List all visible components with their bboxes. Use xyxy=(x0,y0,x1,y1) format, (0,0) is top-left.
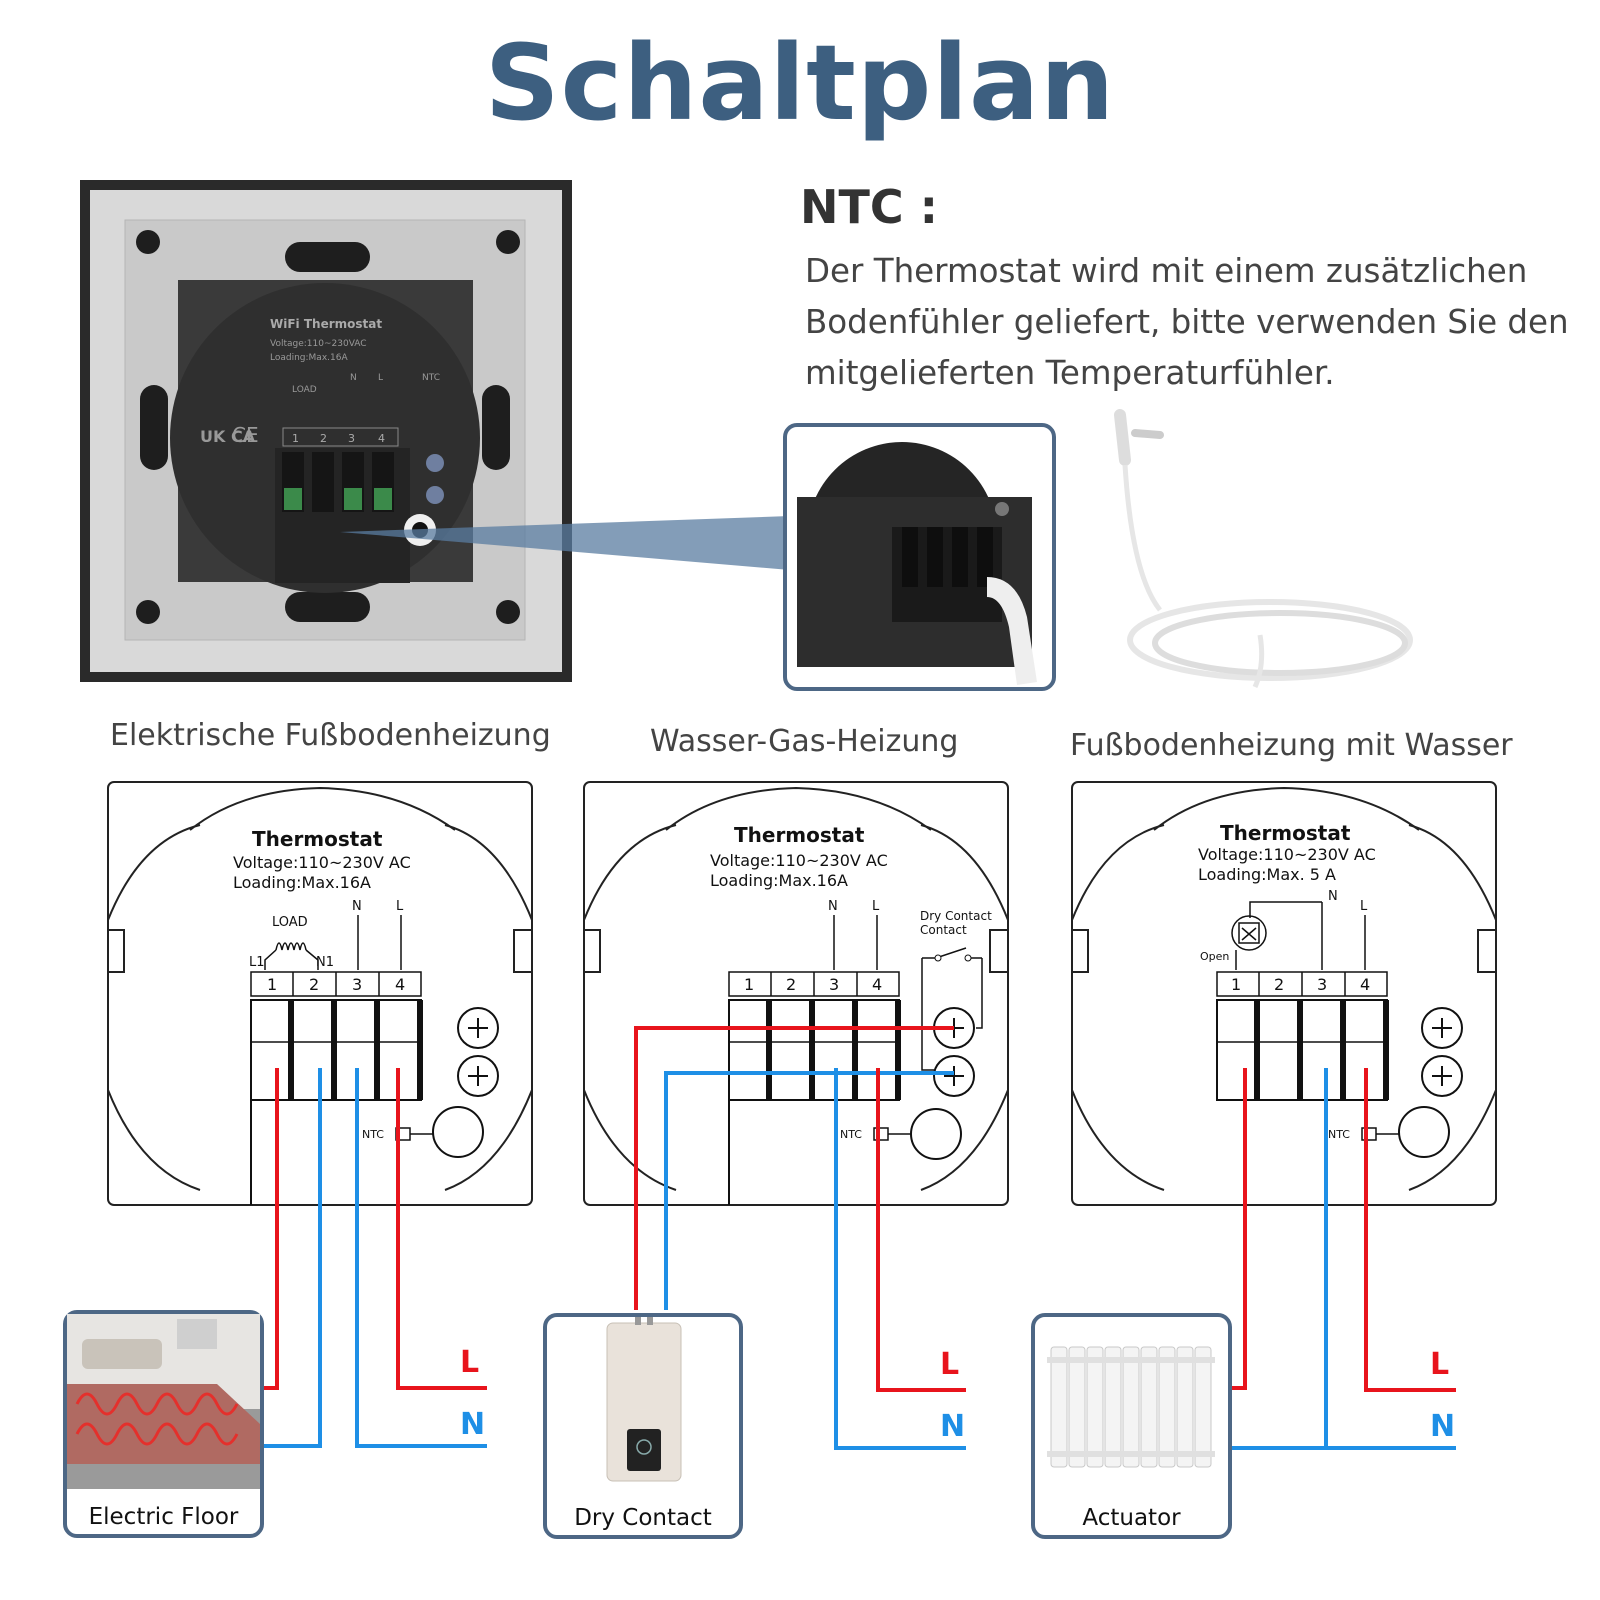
d1-term-1: 1 xyxy=(267,975,277,994)
d3-out-l: L xyxy=(1430,1347,1449,1382)
photo-load: LOAD xyxy=(292,385,317,395)
photo-term-3: 3 xyxy=(348,432,355,445)
radiator-image xyxy=(1047,1346,1215,1468)
d1-thermostat: Thermostat xyxy=(252,827,383,851)
d2-out-l: L xyxy=(940,1347,959,1382)
d2-ntc: NTC xyxy=(840,1128,862,1141)
photo-voltage: Voltage:110~230VAC xyxy=(270,339,367,349)
device-dry-contact: Dry Contact xyxy=(543,1313,743,1539)
zoom-thermostat-photo xyxy=(797,442,1037,685)
d3-term-2: 2 xyxy=(1274,975,1284,994)
photo-label: WiFi Thermostat xyxy=(270,317,382,331)
device-electric-floor: Electric Floor xyxy=(63,1310,264,1538)
section-title-electric: Elektrische Fußbodenheizung xyxy=(110,718,551,753)
d2-out-n: N xyxy=(940,1409,965,1444)
d2-loading: Loading:Max.16A xyxy=(710,871,848,890)
d1-out-l: L xyxy=(460,1345,479,1380)
wiring-diagram-water-gas: Thermostat Voltage:110~230V AC Loading:M… xyxy=(583,781,1009,1450)
zoom-beam xyxy=(340,516,790,570)
ntc-line-1: Der Thermostat wird mit einem zusätzlich… xyxy=(805,252,1528,290)
d1-term-3: 3 xyxy=(352,975,362,994)
photo-ntc: NTC xyxy=(422,373,440,383)
wiring-diagram-electric: Thermostat Voltage:110~230V AC Loading:M… xyxy=(107,781,533,1448)
photo-term-1: 1 xyxy=(292,432,299,445)
d2-dry-1: Dry Contact xyxy=(920,909,992,923)
d2-dry-2: Contact xyxy=(920,923,967,937)
d1-l1: L1 xyxy=(249,955,265,970)
gas-heater-image xyxy=(606,1317,682,1482)
photo-loading: Loading:Max.16A xyxy=(270,353,348,363)
photo-ce: CE xyxy=(232,423,259,447)
d3-l: L xyxy=(1360,899,1368,914)
d1-term-2: 2 xyxy=(309,975,319,994)
zoom-photo-frame xyxy=(783,423,1056,691)
ntc-heading: NTC : xyxy=(800,180,939,234)
device-label-actuator: Actuator xyxy=(1082,1505,1181,1531)
wiring-diagram-floor-water: Thermostat Voltage:110~230V AC Loading:M… xyxy=(1071,781,1497,1450)
d1-load: LOAD xyxy=(272,915,308,930)
photo-n: N xyxy=(350,373,357,383)
d3-open: Open xyxy=(1200,950,1229,963)
d1-loading: Loading:Max.16A xyxy=(233,873,371,892)
ntc-line-3: mitgelieferten Temperaturfühler. xyxy=(805,354,1335,392)
d2-l: L xyxy=(872,899,880,914)
d1-l: L xyxy=(396,899,404,914)
d3-out-n: N xyxy=(1430,1409,1455,1444)
d2-term-4: 4 xyxy=(872,975,882,994)
electric-floor-image xyxy=(67,1314,260,1489)
device-label-electric-floor: Electric Floor xyxy=(88,1504,239,1530)
photo-term-2: 2 xyxy=(320,432,327,445)
device-actuator: Actuator xyxy=(1031,1313,1232,1539)
device-label-dry-contact: Dry Contact xyxy=(574,1505,712,1531)
d3-term-3: 3 xyxy=(1317,975,1327,994)
d3-term-1: 1 xyxy=(1231,975,1241,994)
d3-thermostat: Thermostat xyxy=(1220,821,1351,845)
section-title-floor-water: Fußbodenheizung mit Wasser xyxy=(1070,728,1513,763)
thermostat-back-photo: WiFi Thermostat Voltage:110~230VAC Loadi… xyxy=(80,180,572,682)
photo-l: L xyxy=(378,373,383,383)
d3-term-4: 4 xyxy=(1360,975,1370,994)
photo-term-4: 4 xyxy=(378,432,385,445)
ntc-description: Der Thermostat wird mit einem zusätzlich… xyxy=(805,246,1585,399)
d2-term-1: 1 xyxy=(744,975,754,994)
d2-n: N xyxy=(828,899,838,914)
d2-thermostat: Thermostat xyxy=(734,823,865,847)
ntc-sensor-cable xyxy=(1114,409,1413,689)
photo-ukca: UK CA xyxy=(200,427,256,446)
d1-n1: N1 xyxy=(316,955,334,970)
d3-loading: Loading:Max. 5 A xyxy=(1198,865,1336,884)
d2-term-3: 3 xyxy=(829,975,839,994)
d1-out-n: N xyxy=(460,1407,485,1442)
d1-term-4: 4 xyxy=(395,975,405,994)
page-title: Schaltplan xyxy=(484,22,1116,144)
d1-voltage: Voltage:110~230V AC xyxy=(233,853,411,872)
d2-voltage: Voltage:110~230V AC xyxy=(710,851,888,870)
section-title-water-gas: Wasser-Gas-Heizung xyxy=(650,724,959,759)
d1-ntc: NTC xyxy=(362,1128,384,1141)
d3-voltage: Voltage:110~230V AC xyxy=(1198,845,1376,864)
d3-n: N xyxy=(1328,889,1338,904)
d3-ntc: NTC xyxy=(1328,1128,1350,1141)
d2-term-2: 2 xyxy=(786,975,796,994)
ntc-line-2: Bodenfühler geliefert, bitte verwenden S… xyxy=(805,303,1569,341)
d1-n: N xyxy=(352,899,362,914)
